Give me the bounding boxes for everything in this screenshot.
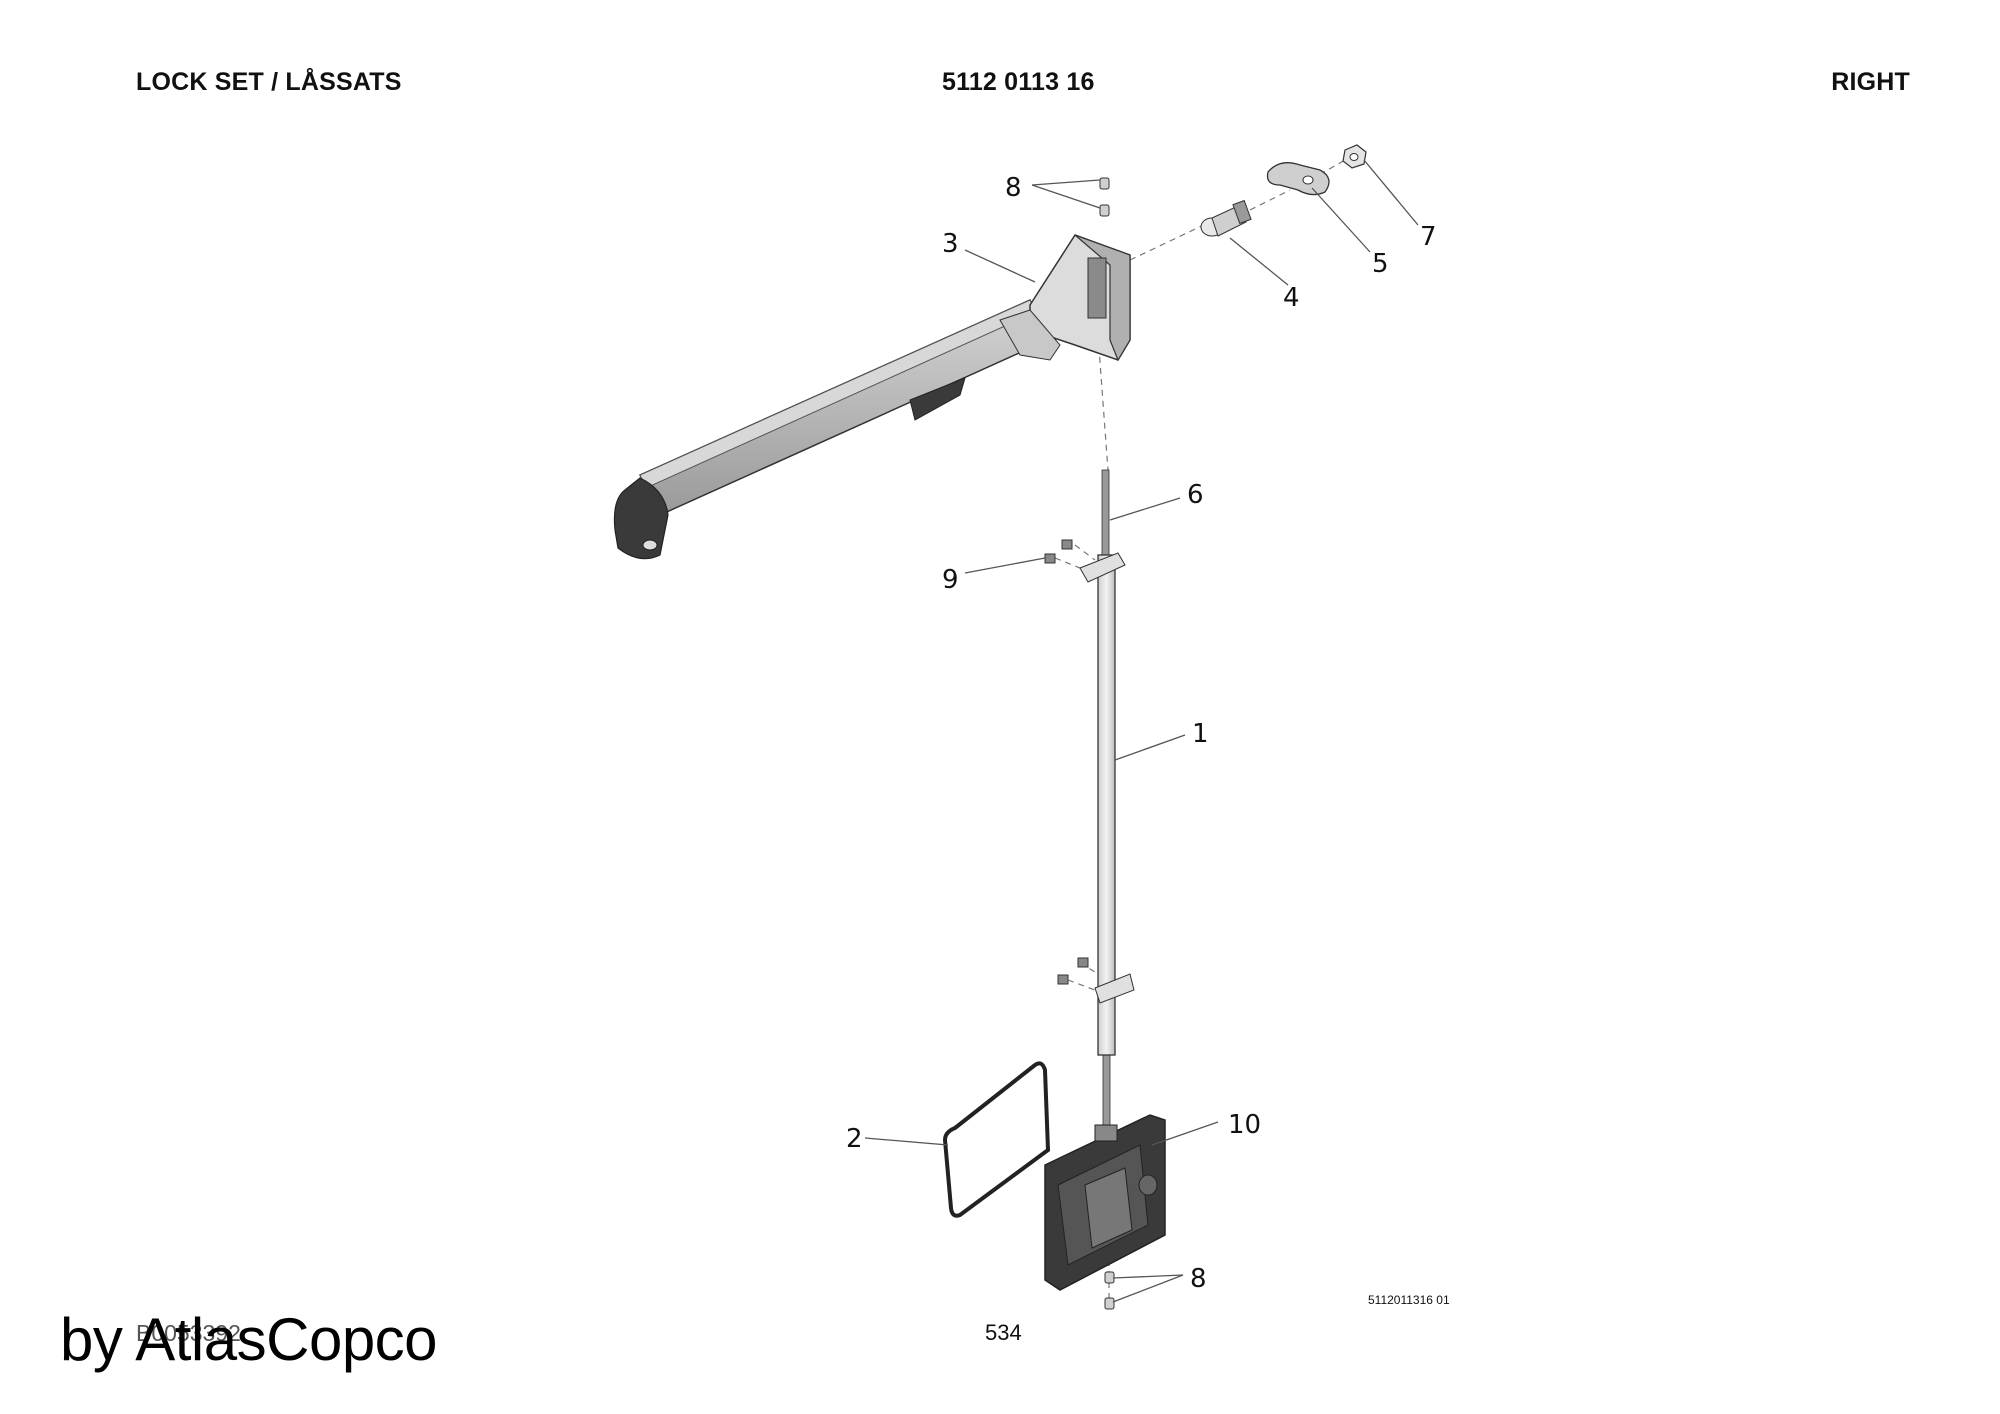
mounting-screws [1044,539,1089,985]
drawing-code: 5112011316 01 [1368,1293,1450,1307]
callout-3: 3 [942,229,959,259]
callout-10: 10 [1228,1110,1261,1140]
watermark: by AtlasCopco [60,1306,438,1373]
part-number: 5112 0113 16 [942,68,1095,96]
callout-8-bottom: 8 [1190,1264,1207,1294]
paddle-latch [1044,1114,1166,1291]
callout-4: 4 [1283,283,1300,313]
set-screw-top [1099,177,1110,217]
lock-bolt [1200,199,1252,237]
document-reference: B0053392 [136,1320,241,1346]
callout-9: 9 [942,565,959,595]
callout-8-top: 8 [1005,173,1022,203]
callout-1: 1 [1192,719,1209,749]
lock-nut [1342,144,1367,169]
callout-2: 2 [846,1124,863,1154]
side-label: RIGHT [1831,68,1910,96]
latch-cam [1266,162,1330,196]
page-title: LOCK SET / LÅSSATS [136,68,402,96]
callout-5: 5 [1372,249,1389,279]
leader-lines [864,159,1419,1303]
connecting-tube [1079,552,1135,1056]
callout-6: 6 [1187,480,1204,510]
set-screw-bottom [1104,1271,1115,1310]
gasket [942,1061,1051,1218]
callout-7: 7 [1420,222,1437,252]
lock-handle-arm [613,234,1131,560]
page-number: 534 [985,1320,1022,1345]
